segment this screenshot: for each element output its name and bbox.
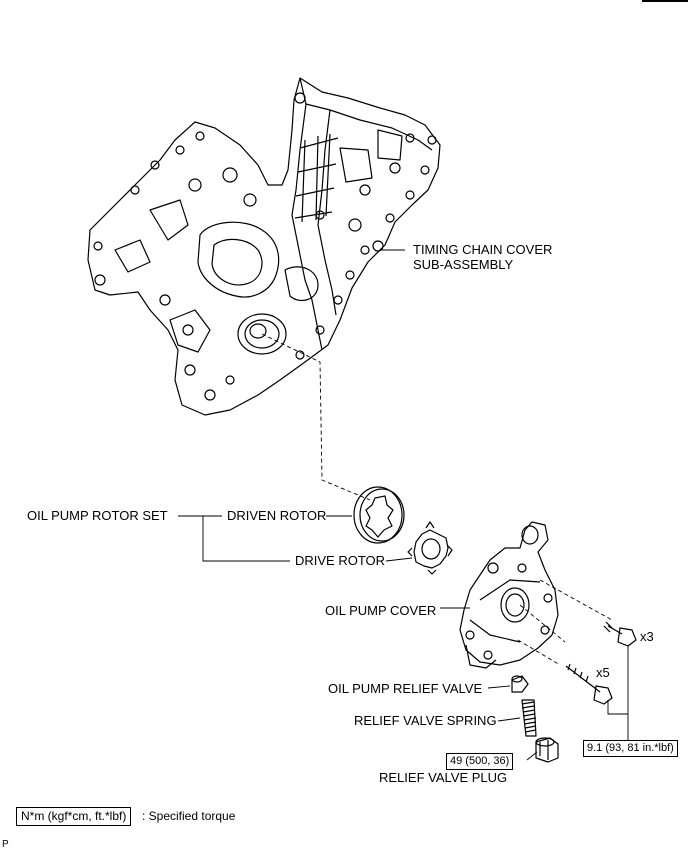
oil-pump-cover-label: OIL PUMP COVER	[325, 603, 437, 618]
leader-lines	[178, 249, 629, 761]
oil-pump-relief-valve-label: OIL PUMP RELIEF VALVE	[328, 681, 483, 696]
lower-bolt-drawing	[565, 663, 613, 705]
timing-chain-cover-label-line2: SUB-ASSEMBLY	[413, 257, 514, 272]
header-rule	[642, 0, 688, 2]
timing-chain-cover-label-line1: TIMING CHAIN COVER	[413, 242, 553, 257]
timing-chain-cover-drawing	[87, 77, 441, 416]
drive-rotor-label: DRIVE ROTOR	[295, 553, 386, 568]
driven-rotor-label: DRIVEN ROTOR	[227, 508, 327, 523]
corner-code: P	[2, 839, 9, 850]
cover-bolt-torque-box: 9.1 (93, 81 in.*lbf)	[583, 740, 678, 757]
lower-bolt-quantity: x5	[596, 665, 610, 680]
relief-valve-drawing	[511, 675, 529, 693]
alignment-lines	[261, 333, 613, 666]
torque-legend-description: : Specified torque	[142, 809, 236, 823]
oil-pump-cover-drawing	[459, 521, 559, 669]
upper-bolt-quantity: x3	[640, 629, 654, 644]
drive-rotor-drawing	[407, 521, 453, 575]
relief-valve-plug-drawing	[535, 737, 559, 763]
relief-valve-spring-label: RELIEF VALVE SPRING	[354, 713, 497, 728]
relief-plug-torque-box: 49 (500, 36)	[446, 753, 514, 770]
driven-rotor-drawing	[353, 486, 405, 544]
relief-valve-plug-label: RELIEF VALVE PLUG	[379, 770, 508, 785]
upper-bolt-drawing	[603, 621, 637, 647]
relief-valve-spring-drawing	[521, 699, 537, 737]
oil-pump-rotor-set-label: OIL PUMP ROTOR SET	[27, 508, 168, 523]
torque-unit-legend-box: N*m (kgf*cm, ft.*lbf)	[16, 807, 132, 826]
